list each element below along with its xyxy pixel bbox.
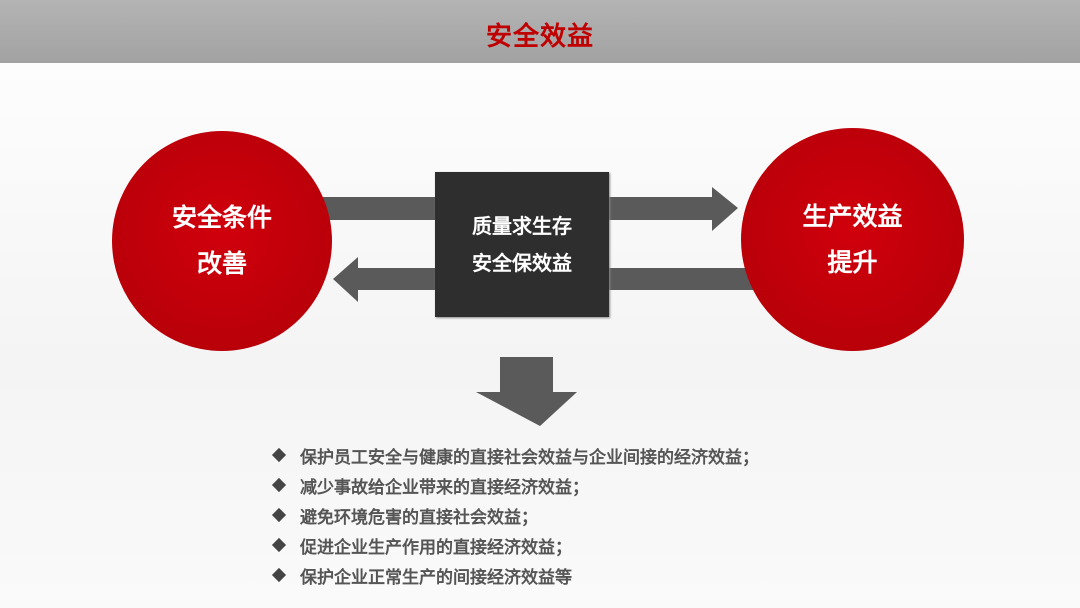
list-item: 保护企业正常生产的间接经济效益等 [270,560,759,590]
arrow-right-icon [609,187,738,231]
diamond-bullet-icon [271,537,287,553]
diamond-bullet-icon [271,567,287,583]
center-box: 质量求生存 安全保效益 [435,172,609,317]
list-item-text: 保护企业正常生产的间接经济效益等 [300,567,572,588]
list-item-text: 促进企业生产作用的直接经济效益； [300,537,572,558]
circle-text: 改善 [196,249,247,278]
page-title: 安全效益 [485,22,594,52]
list-item-text: 减少事故给企业带来的直接经济效益； [300,477,589,498]
diamond-bullet-icon [271,477,287,493]
title-bar: 安全效益 [0,0,1080,63]
diamond-bullet-icon [271,447,287,463]
list-item: 促进企业生产作用的直接经济效益； [270,530,759,560]
safety-conditions-circle: 安全条件 改善 [112,131,332,351]
box-text: 质量求生存 [472,213,572,238]
list-item-text: 保护员工安全与健康的直接社会效益与企业间接的经济效益； [300,447,759,468]
bullet-list: 保护员工安全与健康的直接社会效益与企业间接的经济效益； 减少事故给企业带来的直接… [270,440,759,590]
list-item: 避免环境危害的直接社会效益； [270,500,759,530]
diamond-bullet-icon [271,507,287,523]
list-item: 保护员工安全与健康的直接社会效益与企业间接的经济效益； [270,440,759,470]
box-text: 安全保效益 [472,250,572,275]
arrow-right-bottom-shaft [609,268,759,290]
arrow-left-icon [333,257,435,302]
arrow-left-top-shaft [320,197,435,220]
circle-text: 安全条件 [171,203,272,232]
production-benefit-circle: 生产效益 提升 [741,128,964,351]
circle-text: 生产效益 [802,201,903,231]
arrow-down-icon [476,357,577,426]
circle-text: 提升 [827,247,878,277]
list-item-text: 避免环境危害的直接社会效益； [300,507,538,528]
list-item: 减少事故给企业带来的直接经济效益； [270,470,759,500]
